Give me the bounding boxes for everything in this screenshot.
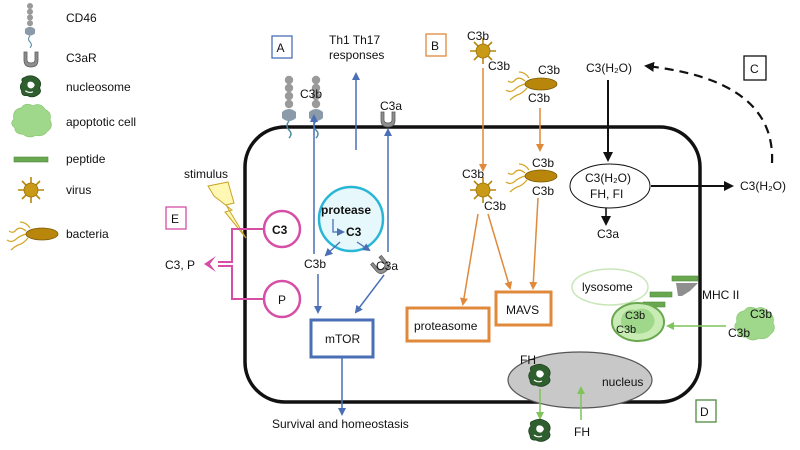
panel-a: A C3b Th1 Th17 responses C3a protease C3…	[271, 33, 409, 431]
th-responses-line-1: Th1 Th17	[329, 33, 380, 47]
virus-in-c3b-top: C3b	[462, 167, 484, 181]
fh-outside-label: FH	[574, 425, 590, 439]
fh-inside-label: FH	[520, 353, 536, 367]
panel-d-tag	[695, 399, 717, 423]
legend-label-apoptotic-cell: apoptotic cell	[66, 115, 136, 129]
mavs-label: MAVS	[506, 303, 539, 317]
panel-b-tag-label: B	[431, 39, 439, 53]
mavs-box	[494, 290, 553, 327]
bact-out-c3b-bottom: C3b	[528, 91, 550, 105]
lys-c3b-1: C3b	[625, 310, 645, 322]
panel-e-tag-label: E	[171, 212, 179, 226]
panel-c-tag	[743, 55, 767, 81]
peptide-free-icon	[649, 291, 673, 298]
legend: CD46 C3aR nucleosome apoptotic cell pept…	[6, 2, 136, 251]
nucleosome-inside-icon	[528, 363, 551, 388]
panel-e: E stimulus C3 P C3, P	[165, 167, 302, 319]
apop-c3b-1: C3b	[750, 307, 772, 321]
protease-arrow	[332, 219, 345, 236]
survival-label: Survival and homeostasis	[272, 417, 409, 431]
e-p-connector	[218, 265, 264, 300]
proteasome-label: proteasome	[414, 319, 478, 333]
virus-in-c3b-bottom: C3b	[484, 199, 506, 213]
nucleus-label: nucleus	[602, 375, 643, 389]
e-c3-connector	[218, 228, 264, 263]
legend-bacteria-icon	[6, 221, 59, 251]
legend-label-c3ar: C3aR	[66, 51, 97, 65]
panel-d: D lysosome MHC II C3b C3b C3b C3b nucleu…	[507, 268, 775, 443]
mhc-ii-receptor-icon	[676, 283, 698, 296]
arrow-bacteria-to-mavs	[529, 197, 539, 290]
cell-membrane	[243, 125, 702, 404]
legend-label-virus: virus	[66, 183, 91, 197]
lysosome-oval	[571, 268, 649, 306]
panel-a-tag	[271, 35, 293, 59]
th-responses-line-2: responses	[329, 48, 384, 62]
legend-label-nucleosome: nucleosome	[66, 80, 131, 94]
e-c3-label: C3	[272, 223, 288, 237]
legend-c3ar-icon	[23, 51, 39, 68]
c3a-receptor-icon	[380, 111, 396, 128]
panel-d-tag-label: D	[700, 405, 709, 419]
legend-nucleosome-icon	[19, 75, 42, 98]
virus-out-c3b-top: C3b	[467, 29, 489, 43]
inner-c3b-label: C3b	[304, 257, 326, 271]
c3h2o-oval	[569, 163, 651, 209]
panel-b: B C3b C3b C3b C3b C3b C3b C3b C3b protea…	[405, 29, 560, 343]
c3a-receptor-label: C3a	[380, 99, 402, 113]
c3h2o-oval-line-1: C3(H₂O)	[585, 171, 631, 185]
cd46-c3b-label: C3b	[300, 87, 322, 101]
c3h2o-right-label: C3(H₂O)	[740, 179, 786, 193]
phagosome-apoptotic-cell-icon	[621, 308, 655, 334]
arrow-c3-to-c3b	[324, 241, 341, 257]
bact-out-c3b-top: C3b	[538, 63, 560, 77]
panel-e-tag	[165, 206, 187, 230]
lys-c3b-2: C3b	[616, 324, 636, 336]
legend-label-bacteria: bacteria	[66, 227, 109, 241]
c3h2o-feedback-dashed-arrow	[644, 61, 774, 164]
stimulus-lightning-icon	[207, 181, 247, 239]
panel-c: C C3(H₂O) C3(H₂O) FH, FI C3(H₂O) C3a	[569, 55, 786, 241]
mtor-label: mTOR	[325, 332, 360, 346]
proteasome-box	[405, 306, 491, 343]
e-output-chevron-icon	[204, 256, 216, 272]
apop-c3b-2: C3b	[728, 326, 750, 340]
legend-virus-icon	[17, 176, 45, 204]
panel-b-tag	[425, 33, 447, 57]
arrow-c3-to-c3a	[356, 241, 371, 252]
stimulus-label: stimulus	[184, 167, 228, 181]
protease-vesicle	[317, 185, 385, 253]
legend-label-peptide: peptide	[66, 152, 106, 166]
inner-c3a-label: C3a	[376, 259, 398, 273]
legend-label-cd46: CD46	[66, 11, 97, 25]
e-p-label: P	[278, 293, 286, 307]
nucleosome-outside-icon	[528, 418, 551, 443]
c3h2o-oval-line-2: FH, FI	[590, 187, 623, 201]
panel-a-tag-label: A	[277, 41, 285, 55]
mhc-ii-label: MHC II	[702, 288, 739, 302]
peptide-mhc-top-icon	[671, 275, 699, 282]
legend-cd46-icon	[24, 2, 36, 49]
panel-c-tag-label: C	[750, 62, 759, 76]
protease-c3-label: C3	[346, 225, 362, 239]
e-output-label: C3, P	[165, 258, 195, 272]
virus-out-c3b-side: C3b	[488, 59, 510, 73]
bact-in-c3b-bottom: C3b	[532, 184, 554, 198]
c3a-bottom-label: C3a	[597, 227, 619, 241]
legend-apoptotic-cell-icon	[11, 103, 52, 138]
arrow-c3a-to-mtor	[354, 274, 385, 314]
bact-in-c3b-top: C3b	[532, 156, 554, 170]
c3h2o-top-label: C3(H₂O)	[586, 61, 632, 75]
mtor-box	[309, 318, 375, 359]
protease-label: protease	[321, 203, 371, 217]
legend-peptide-icon	[13, 156, 49, 163]
lysosome-label: lysosome	[582, 280, 633, 294]
arrow-virus-to-mavs	[487, 213, 513, 290]
arrow-virus-to-proteasome	[460, 213, 479, 306]
